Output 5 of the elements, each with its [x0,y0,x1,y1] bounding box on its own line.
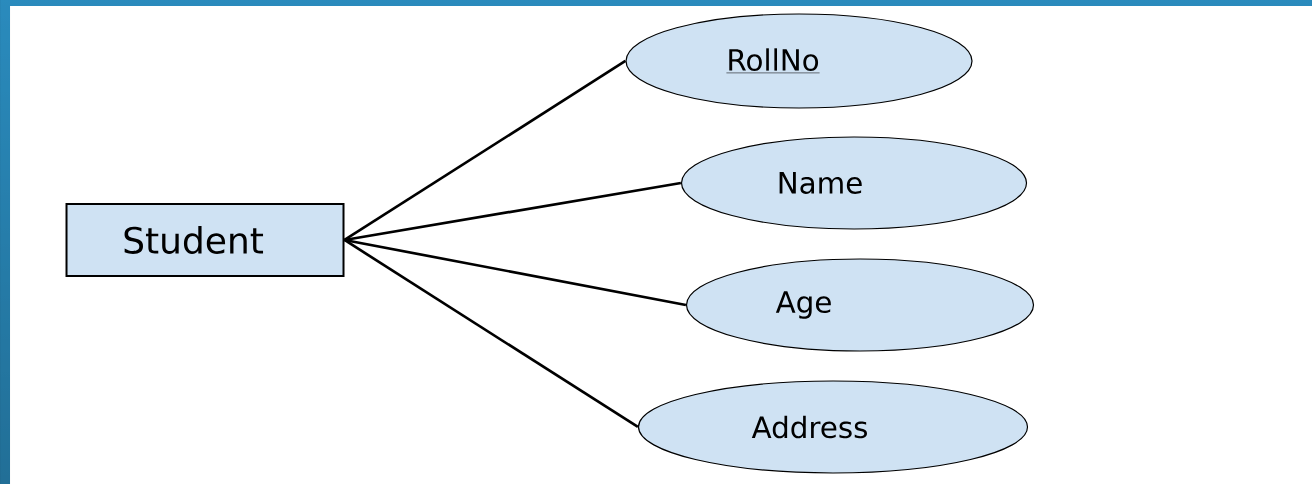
connector-line [343,59,627,242]
connector-line [344,181,682,242]
connector-line [343,238,639,429]
connector-line [344,238,687,307]
entity-box: Student [65,203,345,277]
